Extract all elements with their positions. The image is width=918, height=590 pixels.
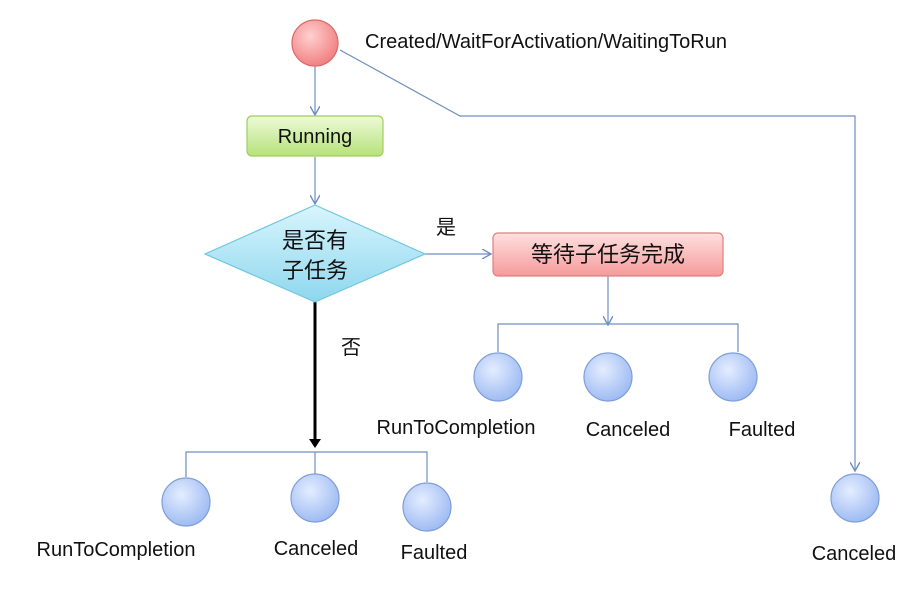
early-canceled-label: Canceled xyxy=(812,543,897,565)
wait-children-label: 等待子任务完成 xyxy=(531,243,685,268)
direct-faulted-label: Faulted xyxy=(401,542,468,564)
edge-start-to-early-canceled xyxy=(339,49,855,470)
direct-run-to-completion-label: RunToCompletion xyxy=(37,539,196,561)
child-canceled-label: Canceled xyxy=(586,419,671,441)
branch-bar-children xyxy=(497,323,739,352)
direct-faulted-node xyxy=(402,482,452,532)
decision-diamond xyxy=(203,204,427,303)
child-faulted-label: Faulted xyxy=(729,419,796,441)
running-label: Running xyxy=(278,126,353,148)
decision-label-line1: 是否有 xyxy=(282,229,348,254)
no-label: 否 xyxy=(341,335,361,359)
wait-children-box xyxy=(492,232,724,277)
child-run-to-completion-node xyxy=(473,352,523,402)
child-canceled-node xyxy=(583,352,633,402)
direct-run-to-completion-node xyxy=(161,477,211,527)
child-faulted-node xyxy=(708,352,758,402)
yes-label: 是 xyxy=(436,215,456,239)
direct-canceled-node xyxy=(290,473,340,523)
direct-canceled-label: Canceled xyxy=(274,538,359,560)
start-state-node xyxy=(291,19,339,67)
running-box xyxy=(246,115,384,157)
branch-bar-direct xyxy=(185,451,428,482)
decision-label-line2: 子任务 xyxy=(282,259,348,284)
start-state-label: Created/WaitForActivation/WaitingToRun xyxy=(365,31,727,53)
early-canceled-node xyxy=(830,473,880,523)
child-run-to-completion-label: RunToCompletion xyxy=(377,417,536,439)
